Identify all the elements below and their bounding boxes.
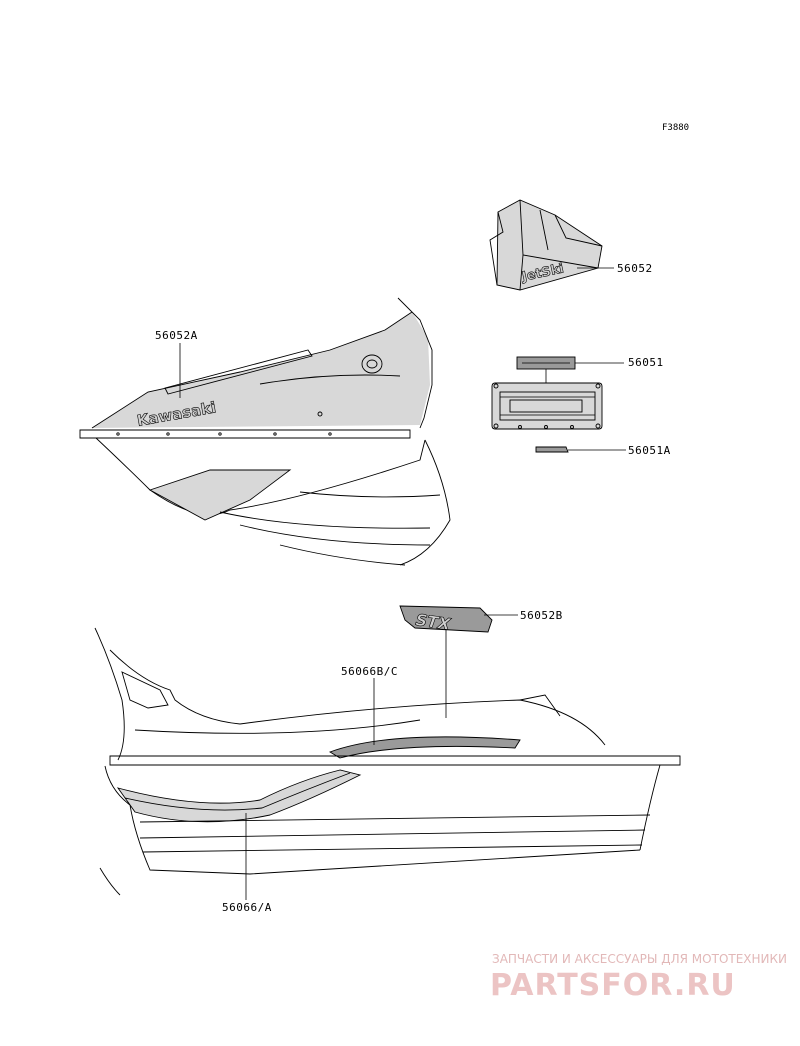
part-label-56052A: 56052A xyxy=(155,329,198,342)
part-label-56051: 56051 xyxy=(628,356,664,369)
stx-decal-text: STX xyxy=(414,610,452,634)
front-hull-illustration: Kawasaki xyxy=(79,297,451,566)
part-label-56051A: 56051A xyxy=(628,444,671,457)
figure-code: F3880 xyxy=(662,123,689,133)
side-hull-illustration xyxy=(94,627,681,900)
part-label-56052B: 56052B xyxy=(520,609,563,622)
watermark-brand: PARTSFOR.RU xyxy=(490,968,736,1003)
part-label-56052: 56052 xyxy=(617,262,653,275)
part-label-56066BC: 56066B/C xyxy=(341,665,398,678)
stx-decal-illustration: STX xyxy=(399,605,518,718)
jetski-hood-illustration: JetSki xyxy=(489,199,614,291)
watermark-subtitle: ЗАПЧАСТИ И АКСЕССУАРЫ ДЛЯ МОТОТЕХНИКИ xyxy=(492,952,787,966)
watermark: ЗАПЧАСТИ И АКСЕССУАРЫ ДЛЯ МОТОТЕХНИКИ PA… xyxy=(490,952,787,1003)
instrument-panel-illustration xyxy=(491,356,626,453)
part-label-56066A: 56066/A xyxy=(222,901,272,914)
